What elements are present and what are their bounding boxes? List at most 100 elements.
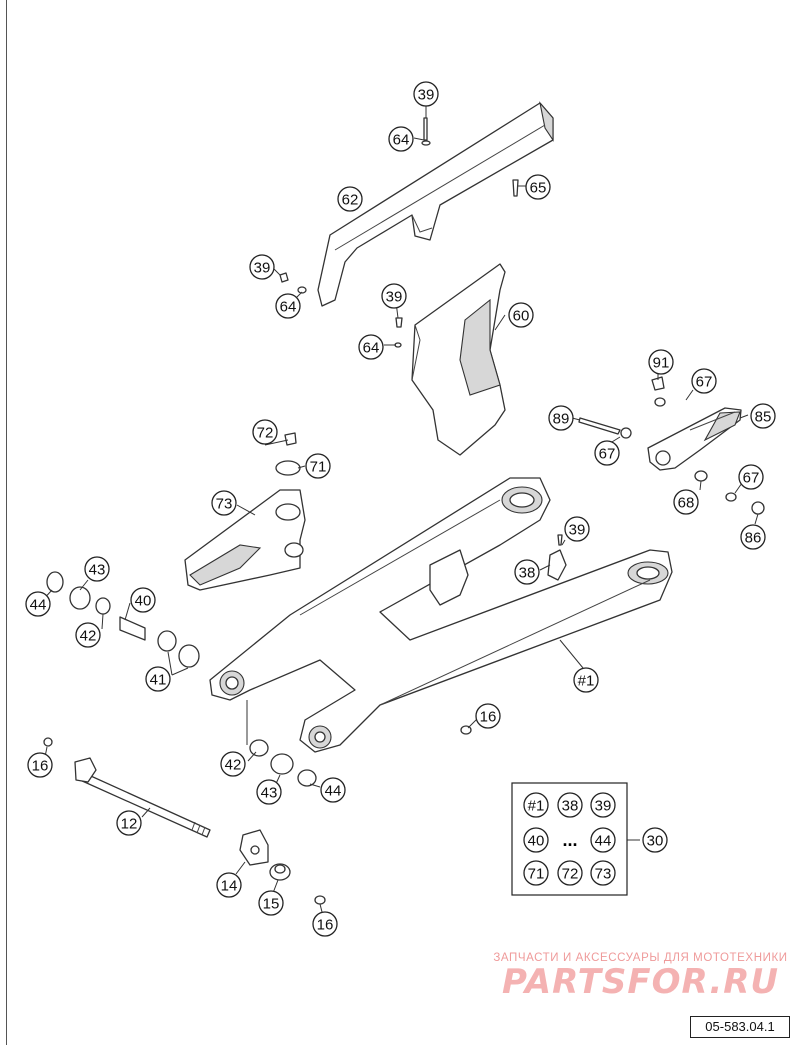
part-callout-26-circle: [145, 666, 171, 692]
part-callout-18: 86: [740, 524, 766, 550]
part-callout-10: 67: [691, 368, 717, 394]
part-callout-7-label: 60: [513, 308, 530, 325]
part-callout-9-label: 91: [653, 355, 670, 372]
kit-item-6-circle: [523, 860, 549, 886]
part-callout-34: 14: [216, 872, 242, 898]
kit-item-1: 38: [557, 792, 583, 818]
part-callout-35: 15: [258, 890, 284, 916]
part-callout-9-circle: [648, 349, 674, 375]
part-callout-26: 41: [145, 666, 171, 692]
part-callout-8-label: 64: [363, 340, 380, 357]
part-callout-24-label: 40: [135, 593, 152, 610]
chain-adjuster-part: [239, 829, 269, 866]
part-callout-27-circle: [573, 667, 599, 693]
kit-item-7-circle: [557, 860, 583, 886]
part-callout-15-label: 71: [310, 459, 327, 476]
part-callout-5-label: 64: [280, 299, 297, 316]
part-callout-12-label: 85: [755, 409, 772, 426]
part-callout-11: 89: [548, 405, 574, 431]
part-callout-26-label: 41: [150, 672, 167, 689]
part-callout-33-label: 12: [121, 816, 138, 833]
part-callout-17-label: 68: [678, 495, 695, 512]
swingarm-part: [209, 477, 673, 753]
swingarm-guard-part: [411, 263, 506, 456]
part-callout-30-circle: [220, 751, 246, 777]
part-callout-34-circle: [216, 872, 242, 898]
part-callout-20-label: 39: [569, 522, 586, 539]
part-callout-33-circle: [116, 810, 142, 836]
drawing-code-label: 05-583.04.1: [690, 1016, 790, 1038]
part-callout-13: 67: [594, 440, 620, 466]
part-callout-25: 42: [75, 622, 101, 648]
part-callout-2-label: 62: [342, 192, 359, 209]
part-callout-6-label: 39: [386, 289, 403, 306]
part-callout-32: 44: [320, 777, 346, 803]
part-callout-23-circle: [25, 591, 51, 617]
part-callout-19: 73: [211, 490, 237, 516]
part-callout-24: 40: [130, 587, 156, 613]
part-callout-2: 62: [337, 186, 363, 212]
part-callout-1-label: 64: [393, 132, 410, 149]
part-callout-14: 72: [252, 419, 278, 445]
part-callout-29-label: 16: [32, 758, 49, 775]
part-callout-33: 12: [116, 810, 142, 836]
part-callout-22-circle: [84, 556, 110, 582]
part-callout-30: 42: [220, 751, 246, 777]
part-callout-36-circle: [312, 911, 338, 937]
chain-slider-part: [184, 489, 306, 591]
kit-item-8-circle: [590, 860, 616, 886]
kit-item-8-label: 73: [595, 866, 612, 883]
part-callout-31-label: 43: [261, 785, 278, 802]
part-callout-17: 68: [673, 489, 699, 515]
leader-lines: [39, 106, 759, 913]
part-callout-4-label: 39: [254, 260, 271, 277]
part-callout-16-label: 67: [743, 470, 760, 487]
part-callout-21-circle: [514, 559, 540, 585]
part-callout-7-circle: [508, 302, 534, 328]
part-callout-34-label: 14: [221, 878, 238, 895]
part-callout-18-circle: [740, 524, 766, 550]
kit-item-5-label: 44: [595, 833, 612, 850]
part-callout-8: 64: [358, 334, 384, 360]
watermark-tagline: ЗАПЧАСТИ И АКСЕССУАРЫ ДЛЯ МОТОТЕХНИКИ: [493, 952, 788, 964]
part-callout-24-circle: [130, 587, 156, 613]
kit-callout-label: 30: [647, 833, 664, 850]
part-callout-6: 39: [381, 283, 407, 309]
part-callout-3: 65: [525, 174, 551, 200]
part-callout-3-circle: [525, 174, 551, 200]
kit-callout: 30: [642, 827, 668, 853]
part-callout-19-label: 73: [216, 496, 233, 513]
part-callout-16: 67: [738, 464, 764, 490]
kit-item-0-circle: [523, 792, 549, 818]
part-callout-19-circle: [211, 490, 237, 516]
part-callout-0: 39: [413, 81, 439, 107]
kit-item-3-label: 40: [528, 833, 545, 850]
part-callout-8-circle: [358, 334, 384, 360]
part-callout-20-circle: [564, 516, 590, 542]
part-callout-4-circle: [249, 254, 275, 280]
part-callout-11-label: 89: [553, 411, 570, 428]
part-callout-0-circle: [413, 81, 439, 107]
part-callout-31-circle: [256, 779, 282, 805]
part-callout-32-circle: [320, 777, 346, 803]
part-callout-9: 91: [648, 349, 674, 375]
part-callout-22: 43: [84, 556, 110, 582]
kit-item-2: 39: [590, 792, 616, 818]
part-callout-6-circle: [381, 283, 407, 309]
part-callout-3-label: 65: [530, 180, 547, 197]
part-callout-17-circle: [673, 489, 699, 515]
part-callout-10-circle: [691, 368, 717, 394]
part-callout-0-label: 39: [418, 87, 435, 104]
kit-item-7: 72: [557, 860, 583, 886]
kit-item-6-label: 71: [528, 866, 545, 883]
part-callout-14-label: 72: [257, 425, 274, 442]
part-callout-29: 16: [27, 752, 53, 778]
kit-item-ellipsis: ...: [562, 830, 577, 850]
kit-item-2-label: 39: [595, 798, 612, 815]
part-callout-21: 38: [514, 559, 540, 585]
part-callout-27: #1: [573, 667, 599, 693]
part-callout-12-circle: [750, 403, 776, 429]
part-callout-28-circle: [475, 703, 501, 729]
